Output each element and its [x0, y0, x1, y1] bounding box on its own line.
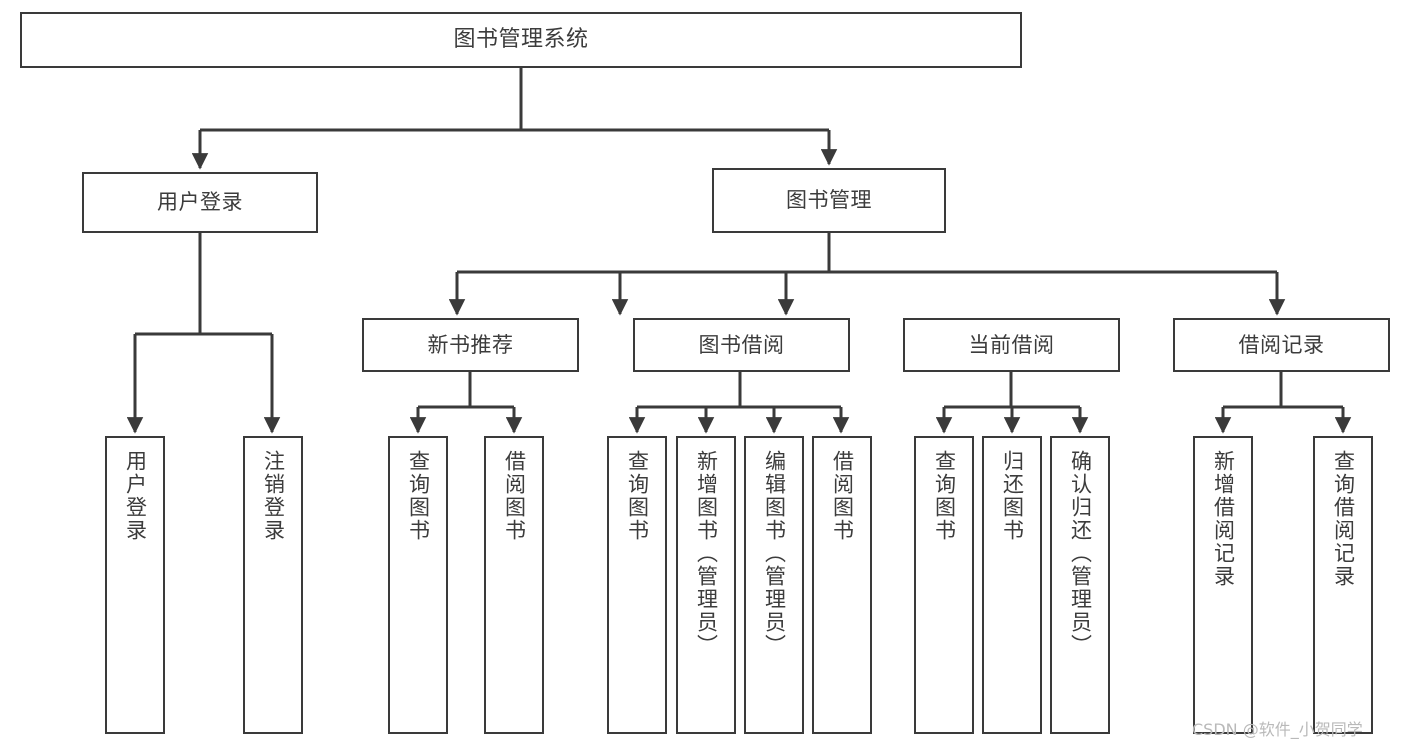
leaf-query-borrow-record-label: 查询借阅记录	[1331, 450, 1356, 588]
leaf-borrow-book-newbook-label: 借阅图书	[502, 450, 527, 542]
csdn-watermark: CSDN @软件_小贺同学	[1192, 720, 1363, 739]
leaf-add-borrow-record[interactable]: 新增借阅记录	[1193, 436, 1253, 734]
leaf-logout-label: 注销登录	[261, 450, 286, 542]
leaf-add-book-admin-label: 新增图书（管理员）	[694, 450, 719, 657]
leaf-logout[interactable]: 注销登录	[243, 436, 303, 734]
node-user-login-label: 用户登录	[157, 190, 243, 215]
leaf-return-book[interactable]: 归还图书	[982, 436, 1042, 734]
leaf-query-borrow-record[interactable]: 查询借阅记录	[1313, 436, 1373, 734]
leaf-add-borrow-record-label: 新增借阅记录	[1211, 450, 1236, 588]
leaf-query-book-borrow-label: 查询图书	[625, 450, 650, 542]
leaf-query-book-newbook[interactable]: 查询图书	[388, 436, 448, 734]
leaf-add-book-admin[interactable]: 新增图书（管理员）	[676, 436, 736, 734]
node-new-book-recommend-label: 新书推荐	[427, 332, 514, 357]
leaf-query-book-current[interactable]: 查询图书	[914, 436, 974, 734]
node-book-borrow[interactable]: 图书借阅	[633, 318, 850, 372]
node-current-borrow-label: 当前借阅	[968, 332, 1055, 357]
leaf-return-book-label: 归还图书	[1000, 450, 1025, 542]
node-book-management-label: 图书管理	[786, 188, 872, 213]
leaf-borrow-book-label: 借阅图书	[830, 450, 855, 542]
leaf-confirm-return-admin-label: 确认归还（管理员）	[1068, 450, 1093, 657]
leaf-edit-book-admin[interactable]: 编辑图书（管理员）	[744, 436, 804, 734]
leaf-confirm-return-admin[interactable]: 确认归还（管理员）	[1050, 436, 1110, 734]
leaf-query-book-current-label: 查询图书	[932, 450, 957, 542]
leaf-user-login-label: 用户登录	[123, 450, 148, 542]
node-new-book-recommend[interactable]: 新书推荐	[362, 318, 579, 372]
leaf-edit-book-admin-label: 编辑图书（管理员）	[762, 450, 787, 657]
node-root[interactable]: 图书管理系统	[20, 12, 1022, 68]
leaf-user-login[interactable]: 用户登录	[105, 436, 165, 734]
node-current-borrow[interactable]: 当前借阅	[903, 318, 1120, 372]
node-book-borrow-label: 图书借阅	[698, 332, 785, 357]
node-borrow-record-label: 借阅记录	[1238, 332, 1325, 357]
node-root-label: 图书管理系统	[453, 27, 589, 53]
leaf-query-book-borrow[interactable]: 查询图书	[607, 436, 667, 734]
node-borrow-record[interactable]: 借阅记录	[1173, 318, 1390, 372]
leaf-borrow-book[interactable]: 借阅图书	[812, 436, 872, 734]
node-book-management[interactable]: 图书管理	[712, 168, 946, 233]
leaf-query-book-newbook-label: 查询图书	[406, 450, 431, 542]
node-user-login[interactable]: 用户登录	[82, 172, 318, 233]
leaf-borrow-book-newbook[interactable]: 借阅图书	[484, 436, 544, 734]
